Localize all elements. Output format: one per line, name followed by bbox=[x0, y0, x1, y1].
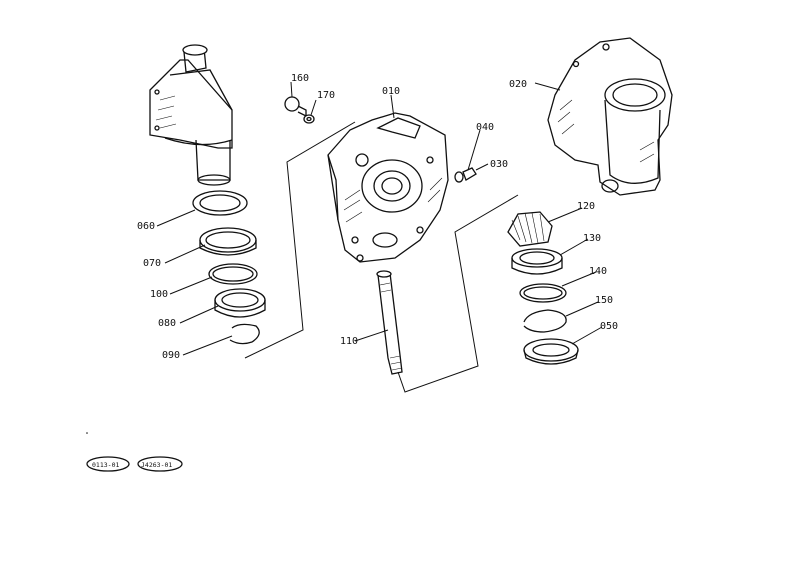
center-housing bbox=[327, 112, 449, 263]
leader-lines bbox=[156, 81, 603, 356]
label-060: 060 bbox=[137, 221, 155, 232]
left-bearing-stack bbox=[192, 190, 266, 345]
label-090: 090 bbox=[162, 350, 180, 361]
upper-left-housing bbox=[149, 44, 233, 186]
label-110: 110 bbox=[340, 336, 358, 347]
bolt-and-washer bbox=[284, 96, 315, 124]
label-100: 100 bbox=[150, 289, 168, 300]
label-120: 120 bbox=[577, 201, 595, 212]
label-080: 080 bbox=[158, 318, 176, 329]
label-170: 170 bbox=[317, 90, 335, 101]
right-assembly-line bbox=[397, 194, 519, 393]
label-030: 030 bbox=[490, 159, 508, 170]
label-130: 130 bbox=[583, 233, 601, 244]
label-150: 150 bbox=[595, 295, 613, 306]
speck-mark bbox=[86, 432, 88, 434]
left-assembly-line bbox=[244, 121, 356, 359]
label-160: 160 bbox=[291, 73, 309, 84]
right-housing bbox=[547, 37, 673, 196]
label-070: 070 bbox=[143, 258, 161, 269]
reference-code-right: J4263-01 bbox=[141, 461, 172, 469]
reference-code-left: 0113-01 bbox=[92, 461, 119, 469]
label-020: 020 bbox=[509, 79, 527, 90]
reference-codes: 0113-01 J4263-01 bbox=[86, 432, 183, 472]
right-bearing-stack bbox=[507, 211, 579, 365]
part-labels: 160 170 010 020 040 030 060 070 100 080 … bbox=[137, 73, 618, 361]
label-050: 050 bbox=[600, 321, 618, 332]
label-140: 140 bbox=[589, 266, 607, 277]
label-010: 010 bbox=[382, 86, 400, 97]
label-040: 040 bbox=[476, 122, 494, 133]
plug-and-washer bbox=[454, 167, 477, 183]
shaft bbox=[376, 270, 403, 375]
